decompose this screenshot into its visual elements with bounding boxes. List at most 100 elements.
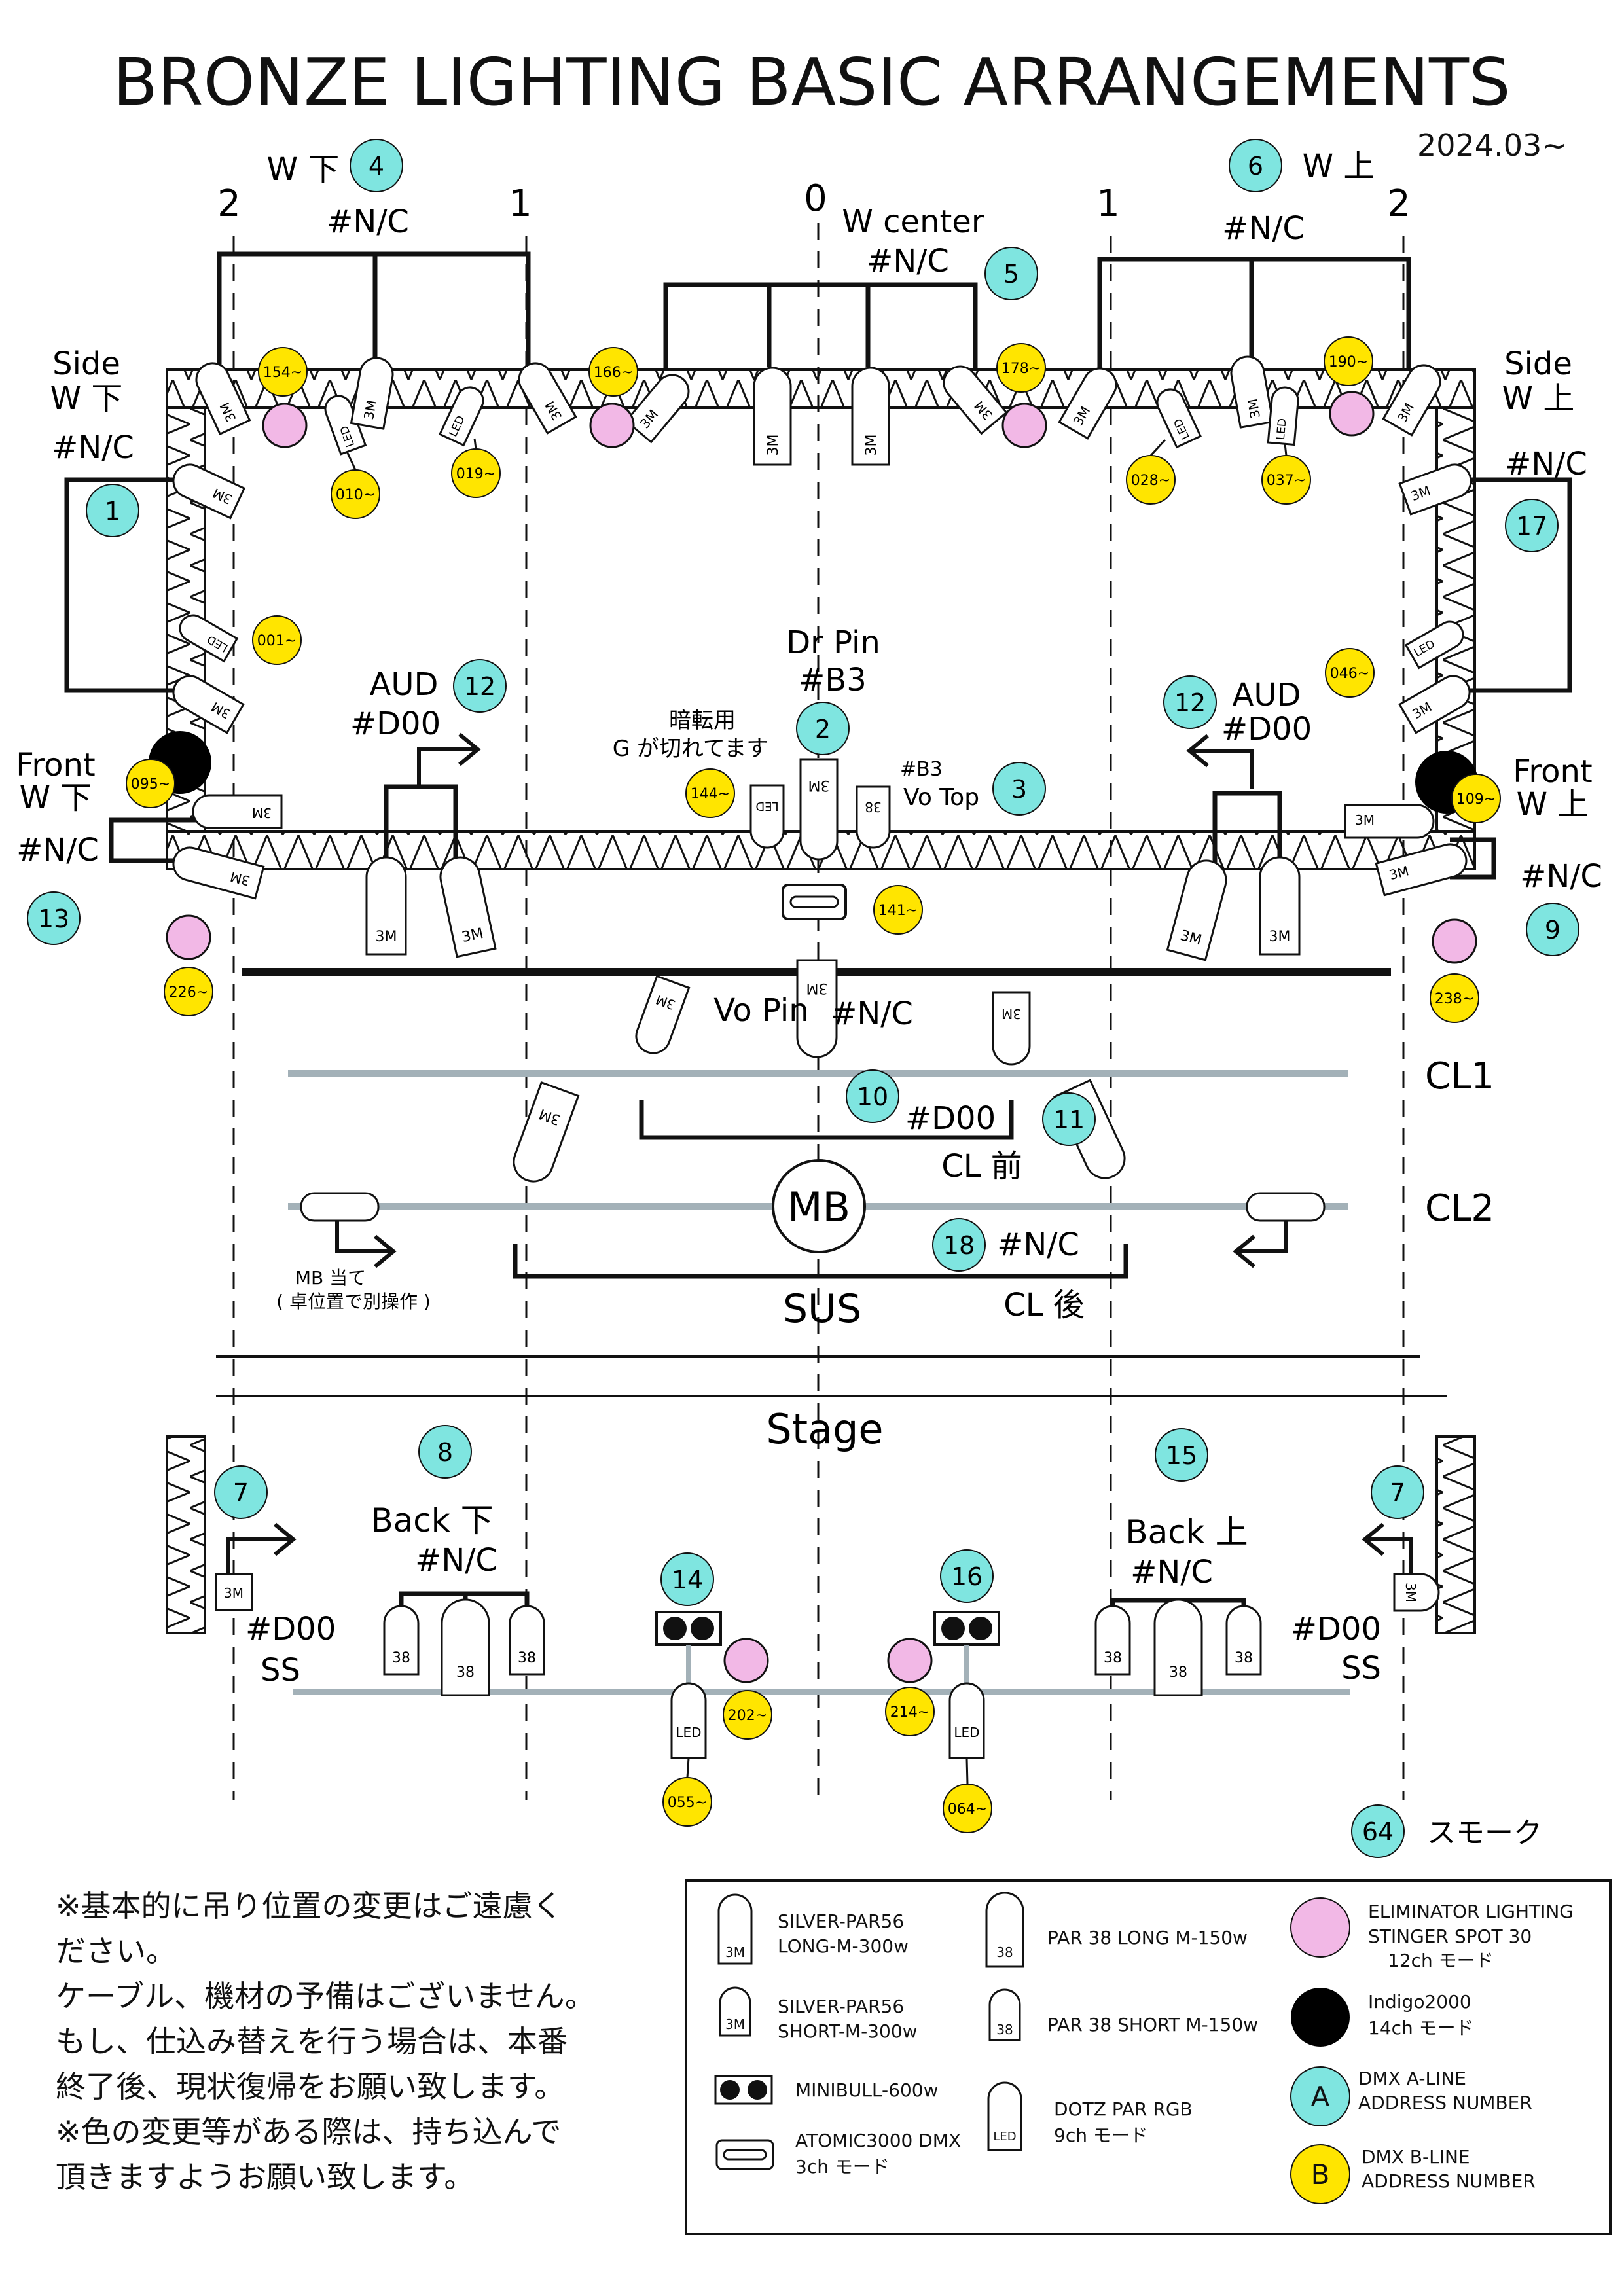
svg-text:3M: 3M — [224, 1585, 244, 1601]
svg-text:13: 13 — [38, 905, 69, 933]
dmx-b-037: 037~ — [1261, 455, 1311, 505]
fixture-par56-aud-right-1: 3M — [1166, 859, 1227, 961]
svg-text:ADDRESS NUMBER: ADDRESS NUMBER — [1362, 2170, 1536, 2192]
scale-right-1: 1 — [1096, 183, 1120, 225]
dmx-a-14: 14 — [660, 1552, 714, 1606]
svg-text:DMX A-LINE: DMX A-LINE — [1358, 2068, 1466, 2089]
svg-text:3M: 3M — [252, 805, 272, 821]
svg-text:38: 38 — [1235, 1650, 1253, 1666]
legend: 3M SILVER-PAR56 LONG-M-300w 3M SILVER-PA… — [714, 1892, 1574, 2204]
blackout-note-2: G が切れてます — [613, 736, 768, 762]
dmx-b-001: 001~ — [252, 615, 302, 665]
dmx-a-13: 13 — [27, 891, 81, 945]
fixture-par56-top-9: 3M — [1230, 355, 1274, 429]
legend-a-line: A DMX A-LINE ADDRESS NUMBER — [1290, 2066, 1532, 2126]
note-line-5: 終了後、現状復帰をお願い致します。 — [56, 2069, 565, 2104]
w-down-gel: #N/C — [327, 204, 409, 240]
fixture-par56-side-right-2: 3M — [1398, 675, 1471, 734]
svg-text:38: 38 — [996, 2022, 1013, 2037]
svg-text:PAR 38 SHORT M-150w: PAR 38 SHORT M-150w — [1047, 2014, 1258, 2036]
vo-top-gel: #B3 — [900, 758, 943, 781]
dmx-b-019: 019~ — [451, 448, 501, 498]
svg-text:3M: 3M — [1403, 1583, 1418, 1602]
badge-leaders — [346, 438, 1288, 1785]
fixture-par56-top-8: 3M — [1058, 367, 1117, 440]
ss-left-label: SS — [261, 1652, 300, 1689]
svg-text:ADDRESS NUMBER: ADDRESS NUMBER — [1358, 2092, 1532, 2113]
svg-text:38: 38 — [996, 1945, 1013, 1960]
stage-truss-right — [1435, 1435, 1476, 1634]
fixture-minibull-left — [655, 1611, 722, 1646]
sus-label: SUS — [783, 1286, 861, 1332]
stinger-spots — [166, 391, 1477, 1683]
fixture-par56-top-4: 3M — [624, 374, 690, 444]
fixture-par56-ss-right: 3M — [1393, 1573, 1440, 1612]
dmx-a-6: 6 — [1229, 139, 1282, 192]
svg-text:38: 38 — [865, 799, 881, 815]
svg-text:14ch モード: 14ch モード — [1368, 2017, 1474, 2039]
scale-left-1: 1 — [509, 183, 532, 225]
svg-text:4: 4 — [369, 152, 384, 181]
note-line-3: ケーブル、機材の予備はございません。 — [56, 1979, 595, 2014]
stage-truss-left — [166, 1435, 206, 1634]
back-down-gel: #N/C — [415, 1542, 497, 1579]
fixture-led-stage-right: LED — [948, 1682, 985, 1759]
svg-text:17: 17 — [1516, 512, 1547, 541]
fixture-par56-dr-pin: 3M — [799, 758, 839, 861]
dmx-b-202: 202~ — [723, 1690, 772, 1740]
svg-text:3M: 3M — [1001, 1006, 1021, 1022]
legend-stinger: ELIMINATOR LIGHTING STINGER SPOT 30 12ch… — [1290, 1897, 1574, 1971]
svg-text:3M: 3M — [1269, 929, 1291, 945]
svg-text:064~: 064~ — [948, 1801, 987, 1818]
svg-text:ATOMIC3000 DMX: ATOMIC3000 DMX — [795, 2130, 961, 2151]
dmx-a-3: 3 — [992, 762, 1046, 816]
svg-text:3M: 3M — [376, 929, 397, 945]
mb-note-2: ( 卓位置で別操作 ) — [276, 1291, 431, 1312]
fixture-par56-aud-right-2: 3M — [1259, 856, 1301, 956]
aud-left-label: AUD — [370, 666, 439, 703]
page-title: BRONZE LIGHTING BASIC ARRANGEMENTS — [113, 44, 1510, 120]
back-up-gel: #N/C — [1130, 1554, 1213, 1590]
note-line-2: ださい。 — [56, 1933, 176, 1969]
dmx-b-028: 028~ — [1126, 455, 1176, 505]
svg-text:8: 8 — [437, 1438, 453, 1467]
fixture-par56-front-left-1: 3M — [192, 794, 283, 829]
svg-text:001~: 001~ — [257, 633, 297, 649]
note-line-6: ※色の変更等がある際は、持ち込んで — [56, 2114, 562, 2149]
svg-text:3M: 3M — [725, 1945, 745, 1960]
ss-right-label: SS — [1341, 1650, 1381, 1687]
dmx-b-046: 046~ — [1325, 648, 1375, 698]
svg-text:178~: 178~ — [1001, 361, 1041, 377]
svg-text:38: 38 — [1104, 1650, 1122, 1666]
cl-back-label: CL 後 — [1003, 1287, 1085, 1323]
svg-text:238~: 238~ — [1435, 991, 1474, 1007]
cl1-label: CL1 — [1425, 1055, 1494, 1098]
fixture-par38-back-left-3: 38 — [509, 1605, 545, 1676]
dmx-b-178: 178~ — [996, 343, 1046, 393]
fixture-par56-top-7: 3M — [943, 365, 1008, 435]
svg-text:LONG-M-300w: LONG-M-300w — [778, 1935, 909, 1957]
svg-text:SILVER-PAR56: SILVER-PAR56 — [778, 1910, 904, 1932]
fixture-par56-cl1-right: 3M — [992, 991, 1031, 1066]
svg-text:38: 38 — [456, 1664, 475, 1681]
svg-text:2: 2 — [815, 715, 831, 744]
svg-text:3M: 3M — [808, 777, 830, 793]
dmx-b-190: 190~ — [1324, 336, 1373, 386]
scale-center-0: 0 — [804, 177, 827, 220]
fixture-par56-front-right-2: 3M — [1375, 843, 1468, 897]
fixture-par56-top-6: 3M — [851, 367, 890, 466]
note-line-1: ※基本的に吊り位置の変更はご遠慮く — [56, 1888, 563, 1924]
svg-text:SILVER-PAR56: SILVER-PAR56 — [778, 1996, 904, 2017]
cl-back-gel: #N/C — [997, 1227, 1079, 1263]
dmx-b-055: 055~ — [662, 1777, 712, 1827]
fixture-led-top-3: LED — [1156, 388, 1202, 449]
fixture-par56-cl1-left: 3M — [635, 975, 691, 1054]
blackout-note-1: 暗転用 — [669, 708, 736, 734]
svg-text:214~: 214~ — [890, 1704, 929, 1721]
dmx-b-144: 144~ — [685, 768, 735, 818]
svg-text:5: 5 — [1003, 260, 1019, 289]
dmx-a-10: 10 — [846, 1069, 899, 1123]
legend-par38-short: 38 PAR 38 SHORT M-150w — [988, 1988, 1258, 2041]
dmx-a-12-left: 12 — [453, 659, 507, 713]
